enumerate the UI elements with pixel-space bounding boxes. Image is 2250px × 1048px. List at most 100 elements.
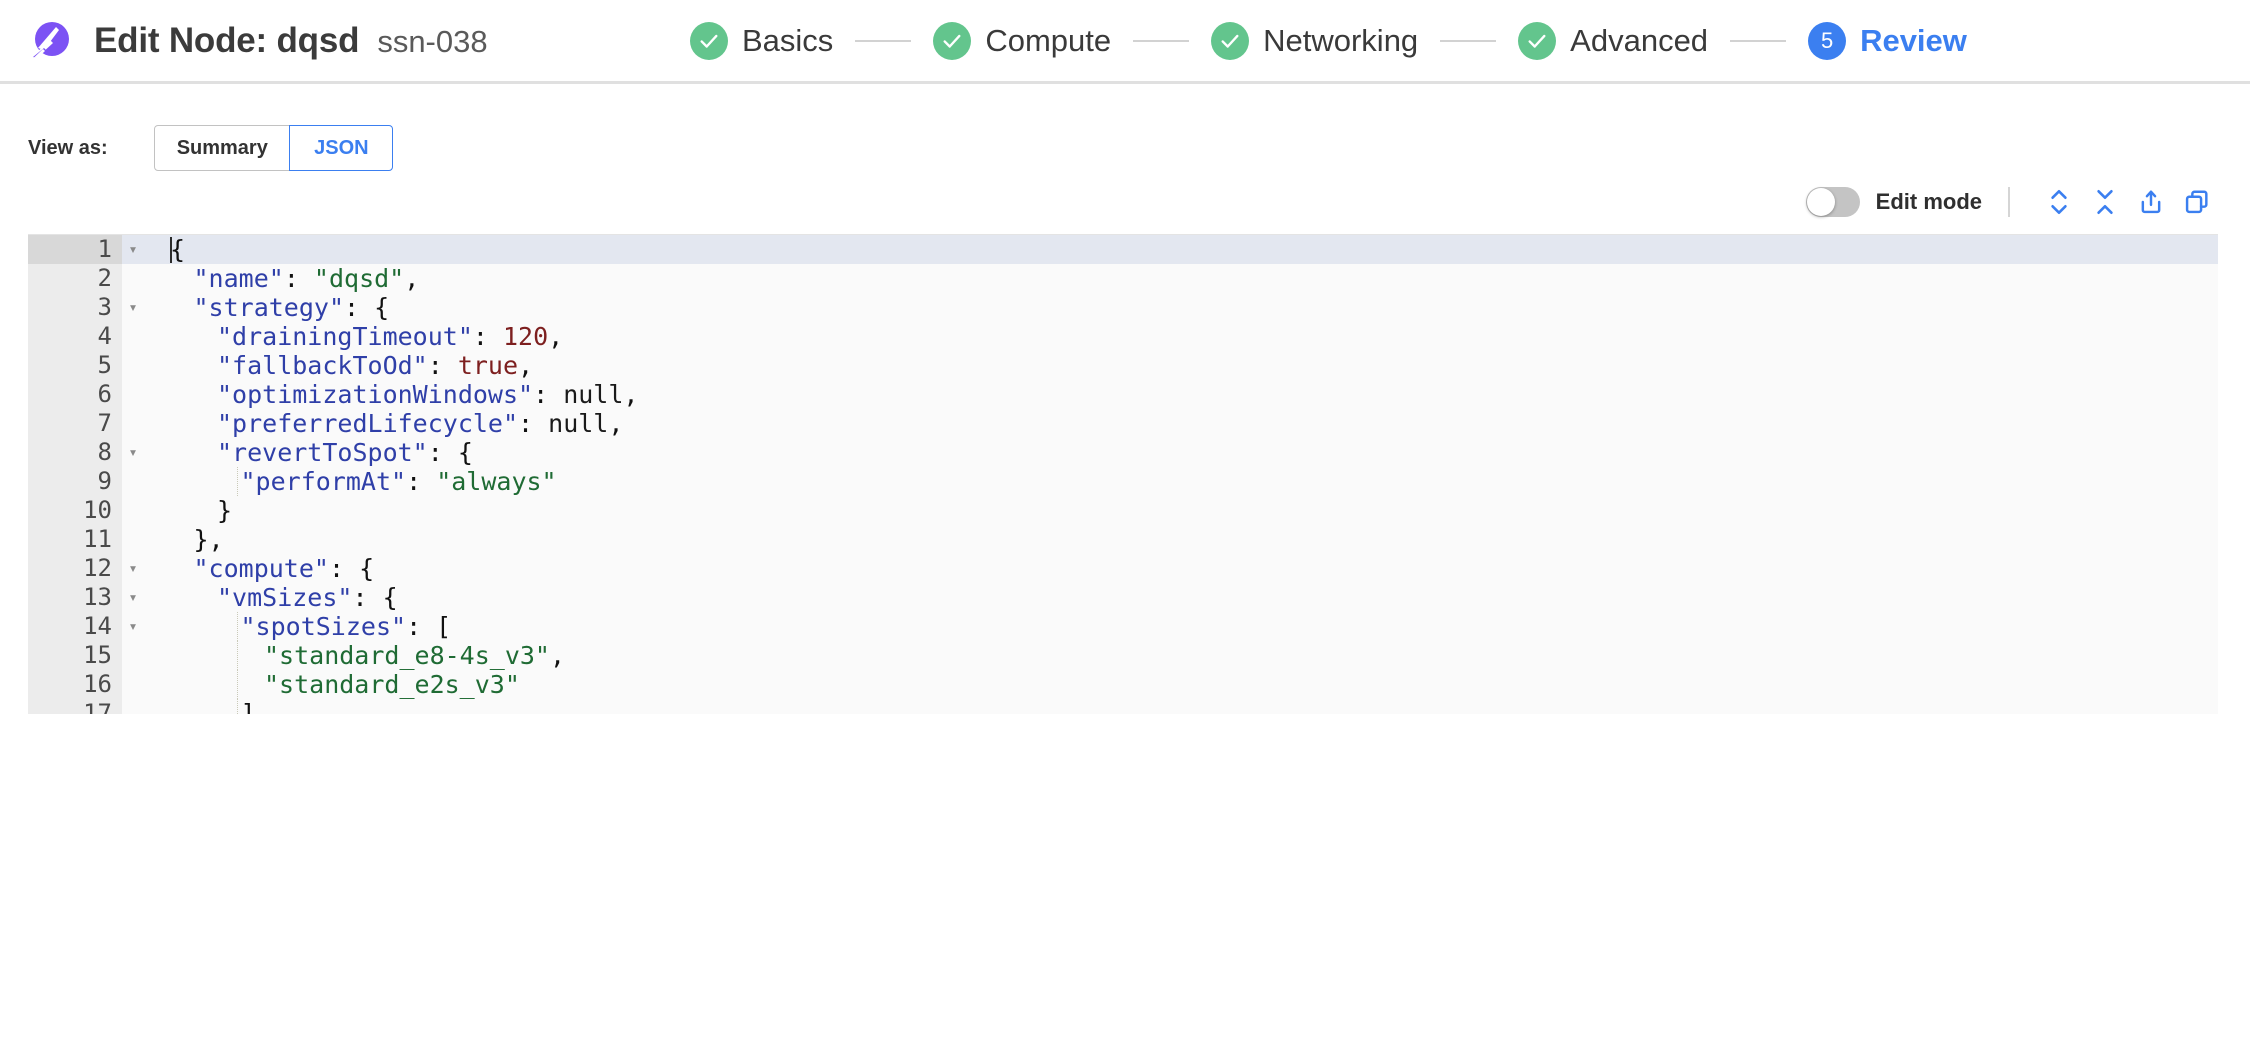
code-token: "optimizationWindows" — [217, 380, 534, 409]
view-as-summary-button[interactable]: Summary — [153, 125, 291, 171]
step-advanced-label: Advanced — [1570, 22, 1709, 58]
indent-guide — [236, 467, 238, 496]
code-token: "drainingTimeout" — [217, 322, 473, 351]
export-button[interactable] — [2128, 179, 2174, 225]
code-line-content: { — [164, 235, 2218, 264]
edit-mode-toggle[interactable] — [1805, 187, 1860, 217]
step-review-label: Review — [1860, 22, 1967, 58]
fold-toggle-icon[interactable]: ▾ — [128, 443, 138, 461]
header-title-group: Edit Node: dqsd ssn-038 — [94, 21, 488, 61]
step-connector — [1440, 39, 1497, 42]
code-token: "standard_e2s_v3" — [264, 670, 520, 699]
line-number: 6 — [28, 380, 122, 409]
code-token: : { — [427, 438, 473, 467]
gutter-spacer — [122, 496, 164, 525]
code-token: , — [608, 409, 624, 438]
code-token: null — [563, 380, 624, 409]
check-icon — [1221, 34, 1239, 48]
code-token: "spotSizes" — [240, 612, 407, 641]
code-line[interactable]: 8▾ "revertToSpot": { — [28, 438, 2218, 467]
line-number: 7 — [28, 409, 122, 438]
code-line-content: "standard_e2s_v3" — [164, 670, 2218, 699]
step-basics[interactable]: Basics — [690, 21, 833, 60]
code-token: "fallbackToOd" — [217, 351, 428, 380]
step-connector — [1133, 39, 1190, 42]
copy-icon — [2185, 190, 2208, 214]
line-number: 4 — [28, 322, 122, 351]
code-token: null — [548, 409, 609, 438]
step-networking[interactable]: Networking — [1211, 21, 1418, 60]
gutter-spacer — [122, 583, 164, 612]
fold-toggle-icon[interactable]: ▾ — [128, 559, 138, 577]
code-token: "vmSizes" — [217, 583, 353, 612]
gutter-spacer — [122, 380, 164, 409]
code-token: "always" — [436, 467, 557, 496]
code-line[interactable]: 13▾"vmSizes": { — [28, 583, 2218, 612]
code-line[interactable]: 1▾ { — [28, 235, 2218, 264]
code-line[interactable]: 9 "performAt": "always" — [28, 467, 2218, 496]
code-token: "revertToSpot" — [217, 438, 428, 467]
app-header: Edit Node: dqsd ssn-038 Basics Compute N… — [0, 0, 2250, 84]
line-number: 15 — [28, 641, 122, 670]
collapse-all-button[interactable] — [2082, 179, 2128, 225]
code-line[interactable]: 10} — [28, 496, 2218, 525]
fold-toggle-icon[interactable]: ▾ — [128, 298, 138, 316]
step-review-status: 5 — [1808, 21, 1847, 60]
export-icon — [2141, 190, 2161, 214]
code-line[interactable]: 6 "optimizationWindows": null, — [28, 380, 2218, 409]
toolbar-divider — [2008, 187, 2010, 217]
gutter-spacer — [122, 322, 164, 351]
collapse-all-icon — [2097, 190, 2113, 214]
check-icon — [943, 34, 961, 48]
code-line-content: "name": "dqsd", — [164, 264, 2218, 293]
code-line[interactable]: 17], — [28, 699, 2218, 714]
code-line-content: "optimizationWindows": null, — [164, 380, 2218, 409]
line-number: 8▾ — [28, 438, 138, 467]
code-token: "performAt" — [240, 467, 407, 496]
expand-all-button[interactable] — [2036, 179, 2082, 225]
code-token: , — [518, 351, 534, 380]
code-token: "standard_e8-4s_v3" — [264, 641, 550, 670]
code-token: "dqsd" — [313, 264, 405, 293]
code-token: "compute" — [193, 554, 329, 583]
fold-toggle-icon[interactable]: ▾ — [128, 588, 138, 606]
code-token: : — [472, 322, 503, 351]
code-line-content: } — [164, 496, 2218, 525]
fold-toggle-icon[interactable]: ▾ — [128, 617, 138, 635]
view-as-json-button[interactable]: JSON — [289, 125, 394, 171]
code-line[interactable]: 2"name": "dqsd", — [28, 264, 2218, 293]
code-line[interactable]: 16"standard_e2s_v3" — [28, 670, 2218, 699]
step-advanced[interactable]: Advanced — [1518, 21, 1709, 60]
gutter-spacer — [122, 670, 164, 699]
code-line-content: "strategy": { — [164, 293, 2218, 322]
line-number: 9 — [28, 467, 122, 496]
code-token: : — [533, 380, 564, 409]
fold-toggle-icon[interactable]: ▾ — [128, 240, 138, 258]
gutter-spacer — [122, 554, 164, 583]
code-line[interactable]: 12▾"compute": { — [28, 554, 2218, 583]
line-number: 12▾ — [28, 554, 138, 583]
code-token: "name" — [193, 264, 284, 293]
gutter-spacer — [122, 699, 164, 714]
step-compute[interactable]: Compute — [933, 21, 1111, 60]
code-line[interactable]: 7"preferredLifecycle": null, — [28, 409, 2218, 438]
json-code-editor[interactable]: 1▾{2"name": "dqsd",3▾"strategy": {4"drai… — [28, 234, 2218, 714]
view-as-toggle-group: Summary JSON — [153, 125, 394, 171]
code-line-content: }, — [164, 525, 2218, 554]
line-number: 1▾ — [28, 235, 138, 264]
code-line[interactable]: 5"fallbackToOd": true, — [28, 351, 2218, 380]
step-review[interactable]: 5 Review — [1808, 21, 1967, 60]
code-token: "strategy" — [193, 293, 345, 322]
code-line[interactable]: 3▾"strategy": { — [28, 293, 2218, 322]
code-line[interactable]: 14▾"spotSizes": [ — [28, 612, 2218, 641]
code-token: true — [457, 351, 519, 380]
code-line-content: "performAt": "always" — [164, 467, 2218, 496]
code-line[interactable]: 15"standard_e8-4s_v3", — [28, 641, 2218, 670]
spot-comet-logo-icon — [26, 18, 72, 64]
indent-guide — [236, 670, 238, 699]
code-line-content: "fallbackToOd": true, — [164, 351, 2218, 380]
code-line[interactable]: 11}, — [28, 525, 2218, 554]
code-line[interactable]: 4"drainingTimeout": 120, — [28, 322, 2218, 351]
copy-button[interactable] — [2174, 179, 2220, 225]
line-number: 17 — [28, 699, 122, 714]
